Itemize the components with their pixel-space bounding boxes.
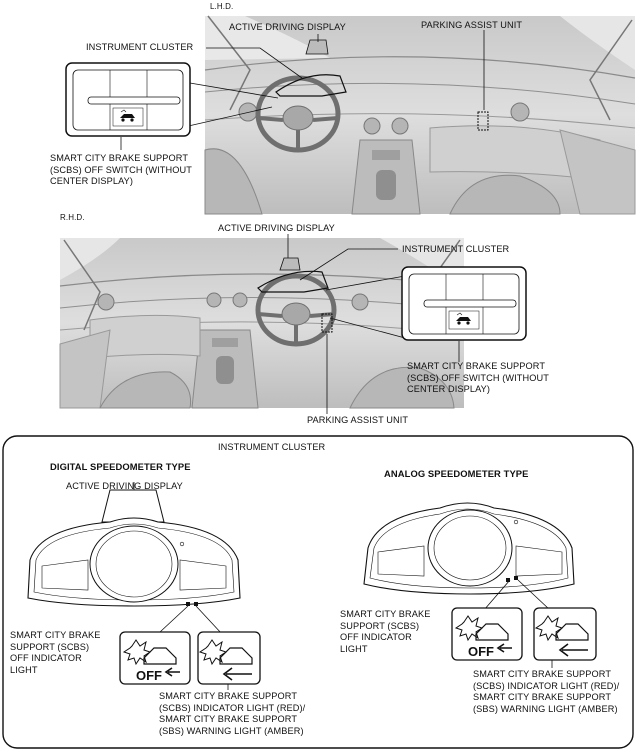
cluster-leader-lines (159, 579, 553, 690)
analog-off-icon-text: OFF (468, 644, 494, 659)
rhd-instrument-cluster-outline (257, 270, 329, 293)
digital-cluster-illustration (27, 517, 241, 607)
rhd-active-driving-display-label: ACTIVE DRIVING DISPLAY (218, 223, 335, 233)
analog-scbs-off-icon-box: OFF (451, 607, 523, 661)
lhd-active-driving-display-label: ACTIVE DRIVING DISPLAY (229, 22, 346, 32)
rhd-scbs-off-switch-label: SMART CITY BRAKE SUPPORT (SCBS) OFF SWIT… (407, 361, 549, 394)
analog-heading: ANALOG SPEEDOMETER TYPE (384, 468, 529, 479)
lhd-parking-assist-unit-marker (477, 111, 489, 131)
digital-off-icon-text: OFF (136, 668, 162, 683)
lhd-switch-panel-zoom (65, 62, 191, 137)
lhd-interior-illustration (204, 15, 636, 215)
lhd-active-driving-display-unit (305, 39, 329, 55)
digital-heading: DIGITAL SPEEDOMETER TYPE (50, 461, 191, 472)
digital-active-driving-display-screen (101, 489, 165, 523)
digital-scbs-indicator-icon-box (197, 631, 261, 685)
digital-active-driving-display-label: ACTIVE DRIVING DISPLAY (66, 481, 183, 491)
rhd-active-driving-display-unit (279, 257, 301, 271)
rhd-tag: R.H.D. (60, 213, 85, 222)
digital-off-indicator-label: SMART CITY BRAKE SUPPORT (SCBS) OFF INDI… (10, 630, 101, 675)
rhd-instrument-cluster-label: INSTRUMENT CLUSTER (402, 244, 510, 254)
lhd-instrument-cluster-label: INSTRUMENT CLUSTER (86, 42, 194, 52)
rhd-parking-assist-unit-marker (321, 313, 333, 333)
instrument-cluster-box (2, 435, 634, 749)
cluster-box-title: INSTRUMENT CLUSTER (218, 442, 326, 452)
analog-indicator-warning-label: SMART CITY BRAKE SUPPORT (SCBS) INDICATO… (473, 669, 620, 714)
lhd-scbs-off-switch-label: SMART CITY BRAKE SUPPORT (SCBS) OFF SWIT… (50, 153, 192, 186)
rhd-leader-lines (287, 234, 460, 414)
lhd-leader-lines (120, 30, 485, 150)
analog-scbs-indicator-icon-box (533, 607, 597, 661)
lhd-instrument-cluster-outline (275, 74, 347, 97)
digital-indicator-warning-label: SMART CITY BRAKE SUPPORT (SCBS) INDICATO… (159, 691, 306, 736)
lhd-parking-assist-unit-label: PARKING ASSIST UNIT (421, 20, 523, 30)
lhd-tag: L.H.D. (210, 2, 234, 11)
rhd-parking-assist-unit-label: PARKING ASSIST UNIT (307, 415, 409, 425)
digital-scbs-off-icon-box: OFF (119, 631, 191, 685)
rhd-switch-panel-zoom (401, 266, 527, 341)
analog-cluster-illustration (363, 502, 575, 595)
analog-off-indicator-label: SMART CITY BRAKE SUPPORT (SCBS) OFF INDI… (340, 609, 431, 654)
